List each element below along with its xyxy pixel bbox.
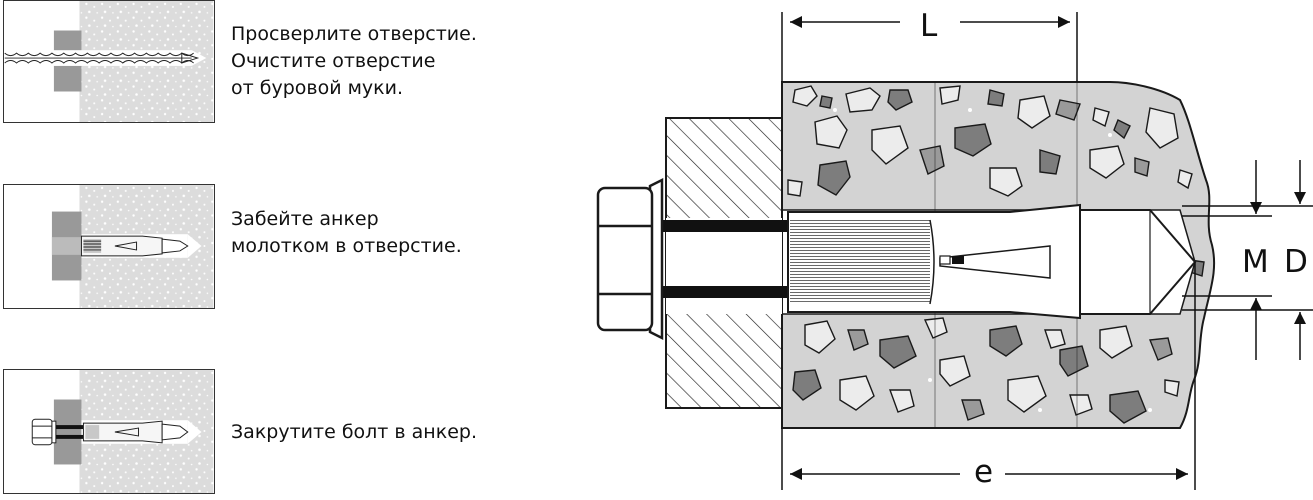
dimension-M-label: M: [1242, 244, 1269, 280]
anchor-sleeve: [80, 235, 189, 257]
bolt-anchor-icon: [31, 370, 214, 493]
dimension-e-label: e: [974, 454, 993, 490]
step-1-line-1: Просверлите отверстие.: [231, 23, 477, 45]
expansion-cone: [1079, 209, 1197, 315]
step-3-line-1: Закрутите болт в анкер.: [231, 421, 477, 443]
dimension-L: [781, 12, 1078, 82]
step-1-line-2: Очистите отверстие: [231, 50, 436, 72]
anchor-sleeve: [787, 203, 1081, 320]
bolt-shank: [660, 220, 788, 298]
step-3-illustration: [3, 369, 215, 494]
dimension-L-label: L: [920, 8, 938, 44]
dimension-D-label: D: [1284, 244, 1308, 280]
dimension-M: [1182, 160, 1272, 360]
anchor-sleeve: [82, 420, 189, 444]
step-2-line-2: молотком в отверстие.: [231, 235, 462, 257]
step-1-line-3: от буровой муки.: [231, 77, 404, 99]
concrete-aggregate: [787, 85, 1205, 424]
drill-bit: [4, 52, 200, 64]
fixture-plate: [53, 399, 82, 465]
anchor-cross-section: L e M D: [596, 8, 1313, 490]
drill-icon: [4, 1, 214, 122]
step-2-line-1: Забейте анкер: [231, 208, 379, 230]
dimension-e: [781, 262, 1196, 490]
dimension-D: [1182, 160, 1313, 360]
hammer-anchor-icon: [51, 185, 214, 308]
bolt-head: [596, 177, 664, 341]
bolt-shank: [55, 425, 84, 439]
step-1-illustration: [3, 0, 215, 123]
step-1-text: Просверлите отверстие. Очистите отверсти…: [231, 21, 477, 102]
step-3-text: Закрутите болт в анкер.: [231, 419, 477, 446]
step-2-text: Забейте анкер молотком в отверстие.: [231, 206, 462, 260]
step-2-illustration: [3, 184, 215, 309]
bolt-head: [31, 418, 57, 446]
